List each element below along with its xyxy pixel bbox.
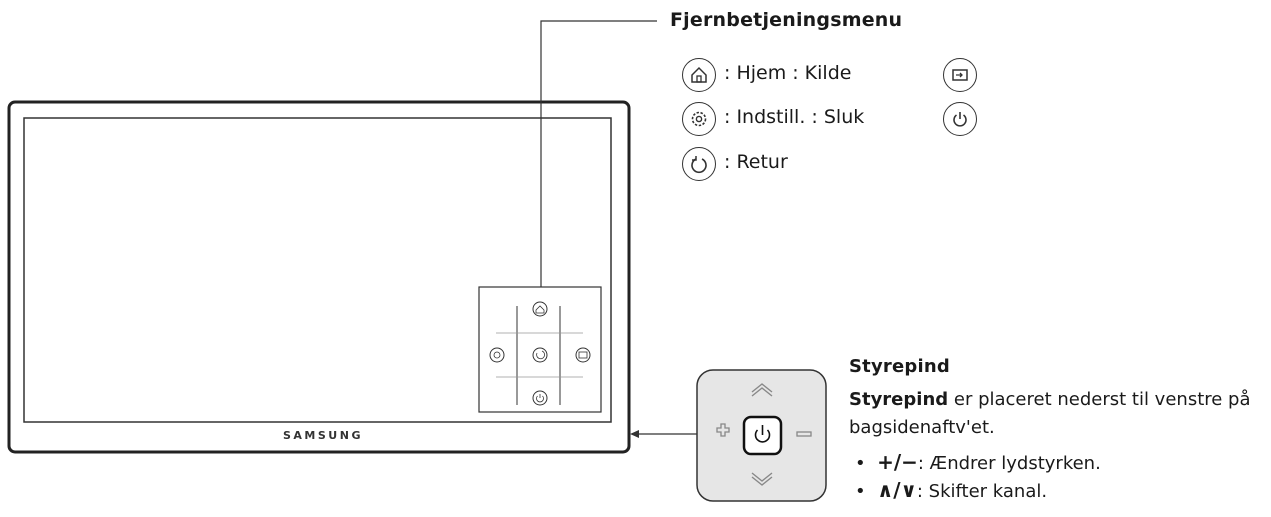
channel-text: : Skifter kanal. [916, 481, 1048, 502]
joystick-power-button [742, 415, 783, 456]
mini-home-button [532, 301, 548, 317]
mini-power-button [532, 390, 548, 406]
power-icon [943, 102, 977, 136]
callout-line-menu [540, 20, 657, 287]
menu-item-return: : Retur [724, 151, 788, 173]
source-icon [943, 58, 977, 92]
bullet-volume: • +/−: Ændrer lydstyrken. [855, 450, 1101, 474]
joystick-desc-rest: er placeret nederst til venstre på [953, 389, 1251, 410]
control-panel-box [478, 286, 602, 413]
joystick-title: Styrepind [849, 356, 950, 377]
joystick-desc-bold: Styrepind [849, 389, 949, 410]
bullet-channel: • ∧/∨: Skifter kanal. [855, 478, 1048, 502]
mini-return-button [532, 347, 548, 363]
home-icon [682, 58, 716, 92]
volume-symbols: +/− [877, 450, 918, 474]
channel-symbols: ∧/∨ [877, 478, 917, 502]
menu-item-settings-off: : Indstill. : Sluk [724, 106, 865, 128]
volume-text: : Ændrer lydstyrken. [917, 453, 1101, 474]
tv-outer-frame [7, 100, 631, 454]
mini-settings-button [489, 347, 505, 363]
joystick-desc-line2: bagsidenaftv'et. [849, 417, 995, 438]
menu-item-home-source: : Hjem : Kilde [724, 62, 852, 84]
menu-title: Fjernbetjeningsmenu [670, 9, 903, 31]
tv-screen [23, 117, 612, 423]
joystick-down-icon [751, 472, 773, 486]
joystick-plus-icon [716, 423, 730, 437]
return-icon [682, 147, 716, 181]
joystick-description: Styrepind er placeret nederst til venstr… [849, 386, 1251, 414]
tv-brand-logo: SAMSUNG [283, 429, 363, 442]
settings-icon [682, 102, 716, 136]
joystick-up-icon [751, 383, 773, 397]
mini-source-button [575, 347, 591, 363]
joystick-minus-icon [796, 431, 812, 437]
